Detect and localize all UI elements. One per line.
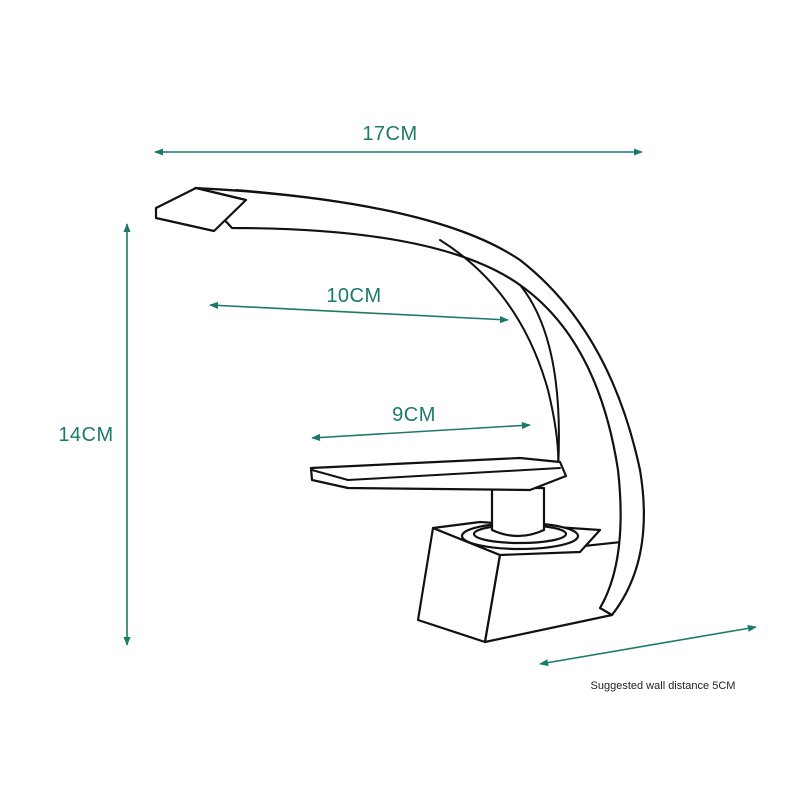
spout-reach-label: 10CM — [326, 285, 381, 307]
overall-length-label: 17CM — [362, 123, 417, 145]
faucet-stem — [490, 486, 546, 538]
handle-length-arrow — [311, 421, 531, 442]
wall-distance-arrow — [539, 624, 757, 667]
faucet-outline — [154, 186, 645, 644]
height-label: 14CM — [58, 424, 113, 446]
handle-length-label: 9CM — [392, 404, 436, 426]
faucet-spout-tip — [154, 186, 248, 233]
wall-distance-note: Suggested wall distance 5CM — [591, 680, 736, 692]
spout-reach-arrow — [209, 301, 509, 324]
